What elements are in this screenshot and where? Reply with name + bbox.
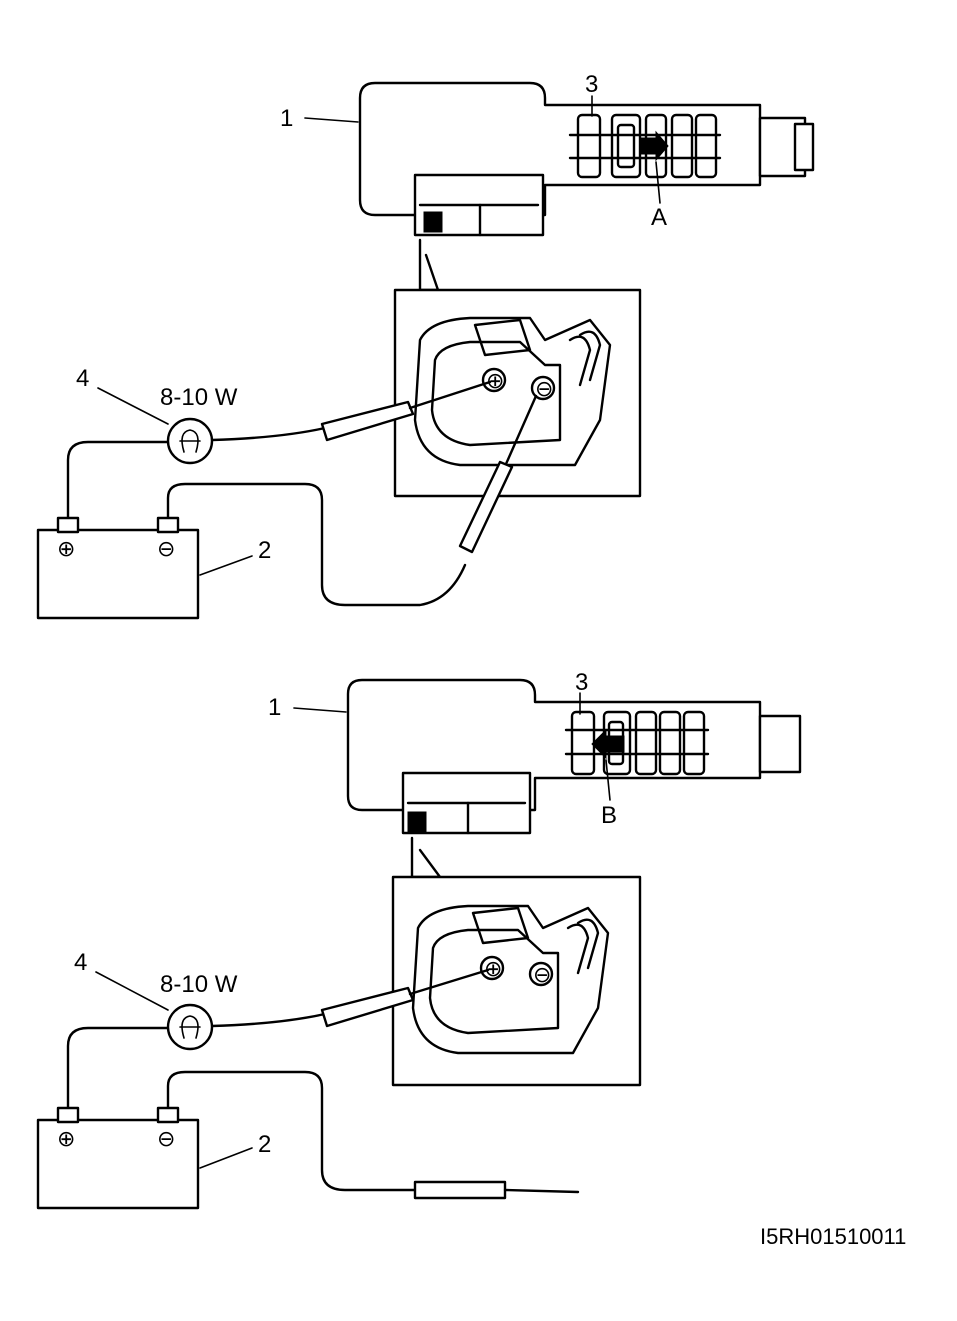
label-bulb-bottom: 4 bbox=[74, 949, 87, 976]
svg-text:⊕: ⊕ bbox=[486, 369, 504, 394]
test-bulb-top bbox=[166, 417, 214, 465]
zoom-box-top: ⊕ ⊖ bbox=[393, 288, 642, 498]
probe-plus-bottom bbox=[320, 986, 415, 1028]
battery-plus-top: ⊕ bbox=[57, 537, 75, 562]
probe-plus-top bbox=[320, 400, 415, 442]
label-battery-bottom: 2 bbox=[258, 1131, 271, 1158]
wire-bulb-to-probe-bottom bbox=[210, 1012, 327, 1028]
label-spool-bottom: 3 bbox=[575, 669, 588, 696]
wire-bulb-to-probe-top bbox=[210, 426, 327, 442]
panel-bottom: 1 3 B ⊕ ⊖ 4 8-10 W bbox=[36, 669, 802, 1210]
terminal-plus-bottom bbox=[479, 955, 505, 981]
terminal-plus-top bbox=[481, 367, 507, 393]
label-battery-top: 2 bbox=[258, 537, 271, 564]
wire-battery-to-bulb-bottom bbox=[66, 1026, 172, 1112]
end-cap-bottom bbox=[758, 714, 802, 774]
connector-latch bbox=[423, 211, 443, 233]
panel-top: 1 3 A ⊕ ⊖ bbox=[36, 71, 815, 620]
label-wattage-top: 8-10 W bbox=[160, 384, 238, 411]
svg-text:⊖: ⊖ bbox=[533, 963, 551, 988]
battery-minus-top: ⊖ bbox=[157, 537, 175, 562]
label-movement-b: B bbox=[601, 802, 617, 829]
zoom-box-bottom: ⊕ ⊖ bbox=[391, 875, 642, 1087]
svg-text:⊖: ⊖ bbox=[535, 377, 553, 402]
battery-plus-bottom: ⊕ bbox=[57, 1127, 75, 1152]
probe-minus-bottom bbox=[413, 1180, 507, 1200]
solenoid-valve bbox=[358, 81, 815, 237]
terminal-minus-top bbox=[530, 375, 556, 401]
spool-bottom bbox=[564, 710, 710, 776]
label-solenoid-top: 1 bbox=[280, 105, 293, 132]
label-solenoid-bottom: 1 bbox=[268, 694, 281, 721]
arrow-a bbox=[639, 130, 669, 162]
svg-text:⊕: ⊕ bbox=[484, 957, 502, 982]
spool bbox=[568, 113, 722, 179]
wire-negative-top bbox=[166, 482, 467, 607]
battery-top: ⊕ ⊖ bbox=[36, 516, 200, 620]
solenoid-valve-bottom bbox=[346, 678, 802, 835]
connector-latch-bottom bbox=[407, 811, 427, 833]
probe-minus-top bbox=[458, 460, 514, 554]
test-bulb-bottom bbox=[166, 1003, 214, 1051]
label-spool-top: 3 bbox=[585, 71, 598, 98]
label-movement-a: A bbox=[651, 204, 667, 231]
terminal-minus-bottom bbox=[528, 961, 554, 987]
label-wattage-bottom: 8-10 W bbox=[160, 971, 238, 998]
figure-code: I5RH01510011 bbox=[760, 1224, 906, 1249]
label-bulb-top: 4 bbox=[76, 365, 89, 392]
arrow-b bbox=[591, 728, 625, 760]
battery-bottom: ⊕ ⊖ bbox=[36, 1106, 200, 1210]
battery-minus-bottom: ⊖ bbox=[157, 1127, 175, 1152]
wire-battery-to-bulb-top bbox=[66, 440, 172, 522]
wire-negative-bottom bbox=[166, 1070, 417, 1192]
